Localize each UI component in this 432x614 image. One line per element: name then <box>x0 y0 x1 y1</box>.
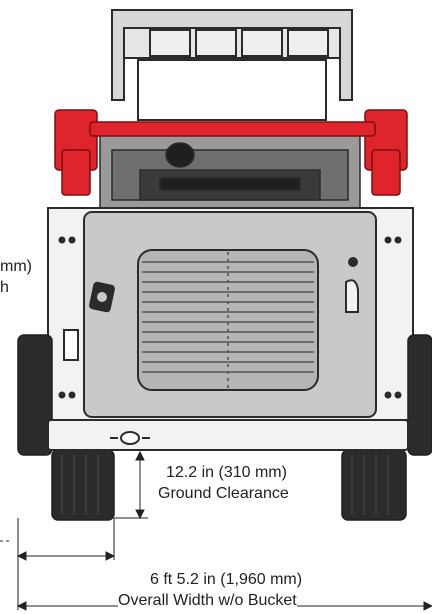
ground-clearance-value: 12.2 in (310 mm) <box>166 464 287 481</box>
left-dimension-partial-bottom: h <box>0 279 9 296</box>
engine-area <box>99 129 361 211</box>
tow-hitch-icon <box>120 431 140 445</box>
ground-clearance-label: Ground Clearance <box>158 485 289 502</box>
cab-frame <box>111 9 353 121</box>
rear-door-panel <box>83 211 377 418</box>
handle-icon <box>345 279 359 313</box>
paw-logo-icon <box>89 281 115 313</box>
left-dimension-partial-top: mm) <box>0 258 32 275</box>
grille-slats <box>142 252 314 388</box>
lift-arms <box>54 109 408 196</box>
rear-bumper <box>47 419 409 451</box>
tracks <box>17 334 432 521</box>
light-icon <box>348 257 358 267</box>
overall-width-label: Overall Width w/o Bucket <box>118 591 297 610</box>
overall-width-value: 6 ft 5.2 in (1,960 mm) <box>150 571 303 588</box>
